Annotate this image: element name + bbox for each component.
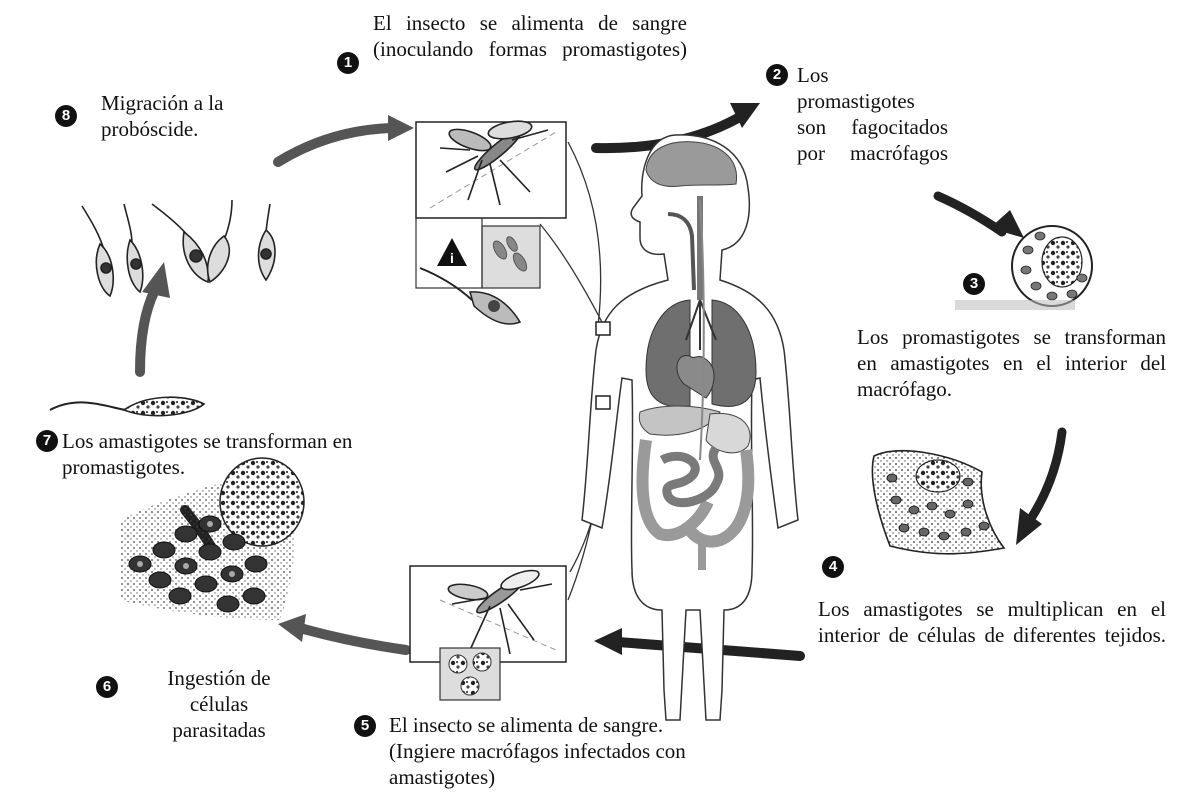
step-badge-1: 1	[337, 52, 359, 74]
amastigote-cluster-icon	[120, 458, 304, 620]
step-badge-7: 7	[36, 430, 58, 452]
skin-sample-box-upper	[596, 322, 610, 335]
warning-icon: i	[437, 238, 467, 266]
arrow-7-to-8	[140, 290, 155, 372]
step-2-text: Los promastigotes son fagocitados por ma…	[797, 62, 948, 166]
panel-5-mosquito-ingesting	[410, 566, 566, 700]
panel-1-mosquito-feeding: i	[416, 118, 566, 288]
skin-sample-box-lower	[596, 396, 610, 409]
arrow-8-to-1-head	[388, 115, 414, 141]
step-7-text: Los amastigotes se transforman en promas…	[62, 428, 362, 480]
arrow-3-to-4	[1030, 432, 1062, 520]
svg-text:i: i	[450, 250, 454, 266]
step-badge-8: 8	[55, 105, 77, 127]
step-6-text: Ingestión de células parasitadas	[144, 665, 294, 743]
step-1-text: El insecto se alimenta de sangre (inocul…	[373, 10, 687, 62]
arrow-5-to-6-head	[278, 614, 306, 642]
arrow-4-to-5-head	[594, 628, 622, 655]
macrophage-icon	[955, 226, 1092, 310]
step-8-text: Migración a la probóscide.	[101, 90, 261, 142]
step-5-text: El insecto se alimenta de sangre. (Ingie…	[389, 712, 729, 790]
step-3-text: Los promastigotes se transforman en amas…	[857, 324, 1166, 402]
arrow-8-to-1	[278, 128, 392, 162]
arrow-2-to-3-head	[990, 210, 1024, 238]
promastigote-icon	[50, 397, 204, 415]
promastigotes-group	[82, 200, 275, 296]
arrow-7-to-8-head	[142, 262, 170, 298]
step-badge-2: 2	[766, 64, 788, 86]
infected-tissue-cell	[872, 451, 1004, 554]
arrow-5-to-6	[300, 628, 406, 650]
step-badge-5: 5	[354, 715, 376, 737]
step-badge-3: 3	[963, 273, 985, 295]
step-4-text: Los amastigotes se multiplican en el int…	[818, 596, 1166, 648]
step-badge-6: 6	[96, 676, 118, 698]
step-badge-4: 4	[822, 556, 844, 578]
